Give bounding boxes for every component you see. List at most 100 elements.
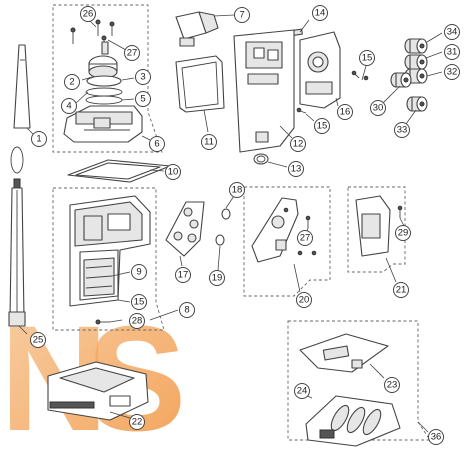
- callout-18: 18: [229, 182, 245, 198]
- part-bushing-33: [406, 96, 428, 112]
- part-gasket-10: [67, 159, 171, 183]
- callout-label: 26: [83, 9, 94, 20]
- part-9-insert: [83, 257, 115, 297]
- callout-3: 3: [135, 69, 151, 85]
- part-orings-4-5: [85, 87, 123, 105]
- part-wedge: [13, 44, 31, 129]
- callout-30: 30: [370, 100, 386, 116]
- part-battery-tray-24: [305, 395, 401, 447]
- callout-29: 29: [395, 225, 411, 241]
- callout-label: 9: [136, 267, 141, 278]
- callout-21: 21: [393, 282, 409, 298]
- part-valve-block-16: [299, 31, 341, 109]
- part-battery-lid-23: [299, 333, 389, 373]
- callout-label: 15: [317, 121, 328, 132]
- callout-label: 33: [397, 125, 408, 136]
- callout-label: 24: [297, 386, 308, 397]
- group-box-battery-case: [287, 320, 431, 441]
- part-bushing-31: [404, 54, 428, 70]
- part-7-component: [175, 11, 219, 47]
- callout-12: 12: [290, 136, 306, 152]
- callout-8: 8: [179, 302, 195, 318]
- part-screw-28: [95, 319, 110, 325]
- callout-label: 16: [340, 107, 351, 118]
- callout-27-upper: 27: [124, 45, 140, 61]
- callout-label: 8: [184, 305, 189, 316]
- part-bushing-30: [390, 72, 412, 88]
- callout-label: 17: [178, 270, 189, 281]
- callout-label: 27: [127, 48, 138, 59]
- part-frame-11: [175, 55, 225, 113]
- callout-6: 6: [149, 136, 165, 152]
- callout-15-middle: 15: [314, 118, 330, 134]
- callout-label: 27: [300, 233, 311, 244]
- part-screws-26: [70, 19, 115, 48]
- group-box-main-body: [52, 187, 165, 331]
- callout-label: 29: [398, 228, 409, 239]
- part-board-12: [233, 29, 295, 153]
- part-battery-pack-22: [47, 361, 149, 421]
- callout-4: 4: [61, 98, 77, 114]
- callout-label: 15: [362, 53, 373, 64]
- part-plate-17: [165, 201, 205, 257]
- part-ring-13: [253, 153, 269, 165]
- callout-label: 31: [447, 47, 458, 58]
- callout-label: 7: [239, 10, 244, 21]
- group-box-clip: [347, 186, 406, 273]
- callout-32: 32: [444, 64, 460, 80]
- part-ring-19: [215, 234, 225, 246]
- group-box-top-housing: [52, 4, 163, 153]
- callout-11: 11: [201, 134, 217, 150]
- callout-33: 33: [394, 122, 410, 138]
- callout-label: 18: [232, 185, 243, 196]
- callout-label: 34: [447, 27, 458, 38]
- callout-label: 19: [212, 273, 223, 284]
- callout-label: 20: [299, 295, 310, 306]
- callout-label: 25: [33, 335, 44, 346]
- callout-13: 13: [288, 161, 304, 177]
- callout-1: 1: [31, 131, 47, 147]
- callout-label: 11: [204, 137, 214, 148]
- callout-16: 16: [337, 104, 353, 120]
- callout-label: 14: [315, 8, 326, 19]
- callout-10: 10: [165, 164, 181, 180]
- part-lanyard: [8, 146, 26, 327]
- callout-19: 19: [209, 270, 225, 286]
- part-valve-panel-20: [251, 197, 299, 263]
- callout-label: 4: [66, 101, 71, 112]
- part-screws-15-upper: [296, 70, 369, 114]
- callout-24: 24: [294, 383, 310, 399]
- callout-5: 5: [135, 91, 151, 107]
- callout-label: 12: [293, 139, 304, 150]
- callout-label: 22: [132, 417, 143, 428]
- callout-28: 28: [129, 313, 145, 329]
- part-ring-18: [221, 208, 231, 220]
- callout-label: 3: [140, 72, 145, 83]
- callout-17: 17: [175, 267, 191, 283]
- part-knob-2: [88, 41, 118, 79]
- callout-27-lower: 27: [297, 230, 313, 246]
- callout-22: 22: [129, 414, 145, 430]
- callout-2: 2: [64, 74, 80, 90]
- part-top-housing-6: [63, 105, 143, 143]
- callout-label: 6: [154, 139, 159, 150]
- callout-15-lower: 15: [131, 294, 147, 310]
- callout-26: 26: [80, 6, 96, 22]
- callout-label: 13: [291, 164, 302, 175]
- part-clip-21: [355, 195, 403, 257]
- callout-14: 14: [312, 5, 328, 21]
- callout-label: 32: [447, 67, 458, 78]
- callout-9: 9: [131, 264, 147, 280]
- group-box-valve-panel: [243, 186, 331, 297]
- part-ring-3: [86, 75, 122, 87]
- callout-label: 36: [431, 432, 442, 443]
- callout-36: 36: [428, 429, 444, 445]
- callout-label: 21: [396, 285, 407, 296]
- part-screws-27-lower: [297, 215, 317, 256]
- callout-23: 23: [384, 377, 400, 393]
- callout-25: 25: [30, 332, 46, 348]
- callout-15-upper: 15: [359, 50, 375, 66]
- callout-label: 23: [387, 380, 398, 391]
